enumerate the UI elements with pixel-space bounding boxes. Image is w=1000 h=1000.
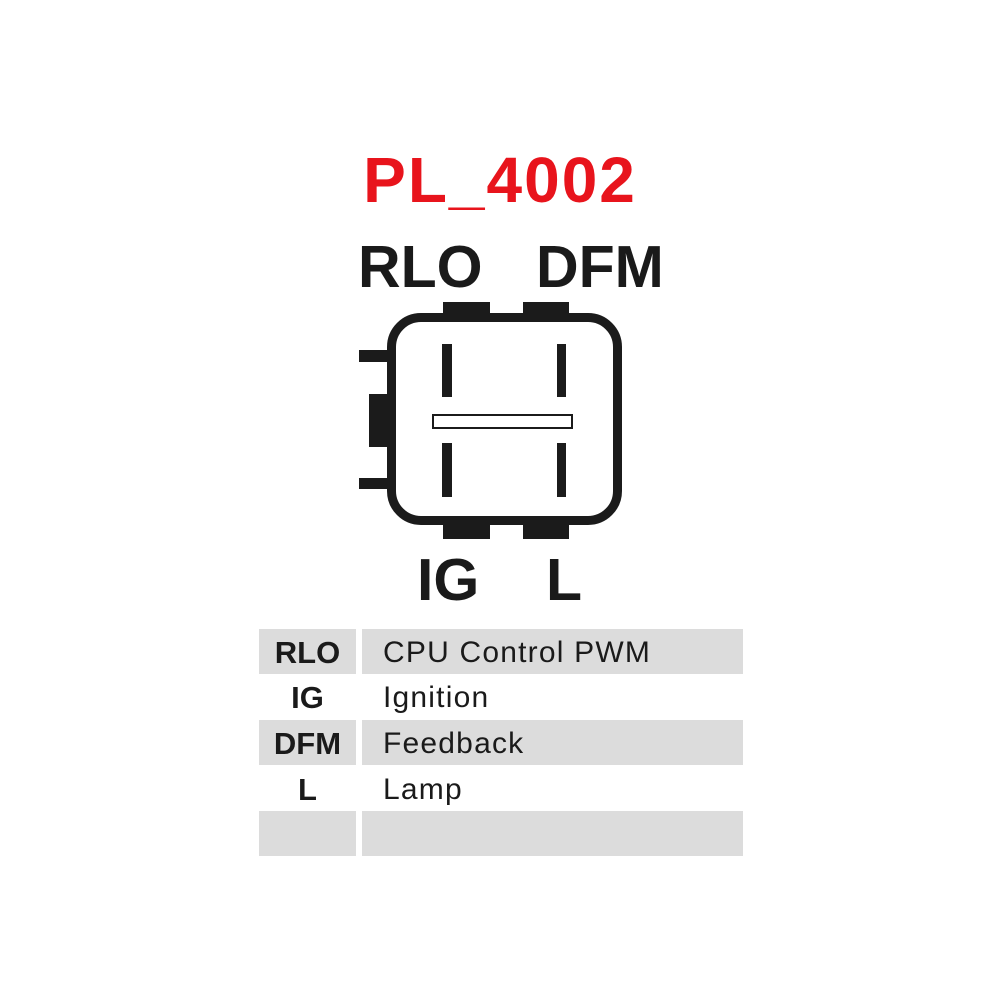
side-tab-upper: [359, 350, 391, 362]
pin-slot-lower-right: [557, 443, 566, 497]
pin-code: L: [298, 772, 317, 807]
pin-slot-upper-right: [557, 344, 566, 397]
pin-label-l: L: [546, 547, 583, 613]
pin-code: DFM: [259, 720, 356, 765]
center-key-bar: [432, 414, 573, 429]
table-row: DFM Feedback: [259, 720, 743, 765]
table-row: RLO CPU Control PWM: [259, 629, 743, 674]
pin-label-dfm: DFM: [536, 234, 664, 300]
pin-label-rlo: RLO: [358, 234, 483, 300]
connector-diagram: [359, 302, 622, 539]
pin-slot-upper-left: [442, 344, 452, 397]
pin-description: Feedback: [362, 720, 743, 765]
side-tab-lower: [359, 478, 391, 489]
pin-label-ig: IG: [417, 547, 480, 613]
table-row-empty: [259, 811, 743, 856]
table-row: IG Ignition: [259, 674, 743, 719]
pin-description: Ignition: [383, 681, 490, 714]
table-row: L Lamp: [259, 766, 743, 811]
pin-code: RLO: [259, 629, 356, 674]
pin-description: Lamp: [383, 773, 463, 806]
pin-slot-lower-left: [442, 443, 452, 497]
pin-description: CPU Control PWM: [362, 629, 743, 674]
side-lock-block: [369, 394, 391, 447]
pin-description: [362, 811, 743, 856]
pin-code: [259, 811, 356, 856]
pin-code: IG: [291, 680, 324, 715]
part-number-title: PL_4002: [363, 144, 637, 216]
